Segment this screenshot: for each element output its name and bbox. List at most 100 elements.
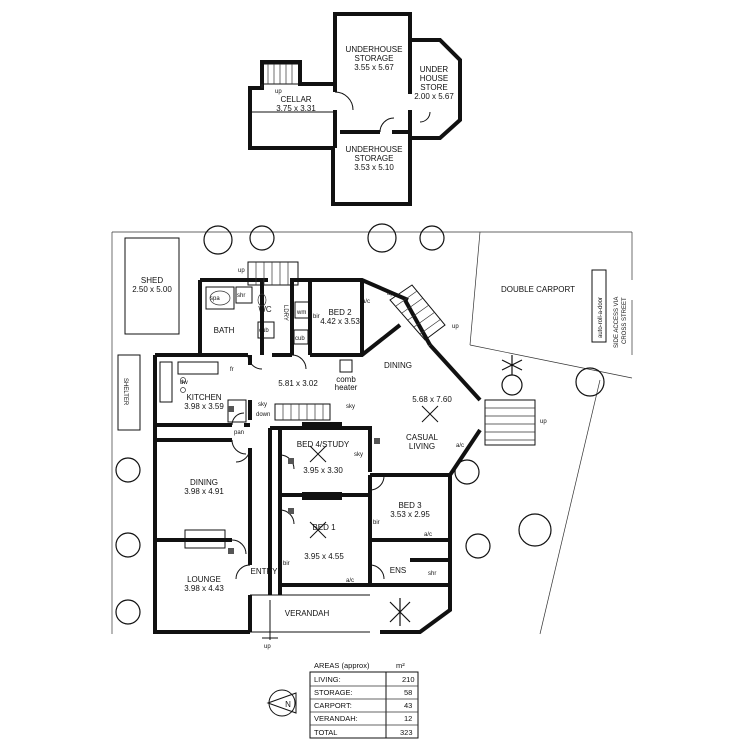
family-dims: 5.81 x 3.02 xyxy=(278,379,318,388)
casual-label: CASUAL xyxy=(406,433,439,442)
bed3-name: BED 3 xyxy=(398,501,422,510)
ac-label-bed3: a/c xyxy=(424,532,432,538)
areas-row-value-2: 43 xyxy=(404,701,412,710)
dining-name: DINING xyxy=(190,478,218,487)
stair-east-up: up xyxy=(540,419,547,425)
sky-label-1: sky xyxy=(258,402,267,408)
dining-casual-name: DINING xyxy=(384,361,412,370)
areas-total-label: TOTAL xyxy=(314,728,337,737)
underhouse-storage-top-dims: 3.55 x 5.67 xyxy=(354,63,394,72)
stair-north-up: up xyxy=(238,268,245,274)
fireplace-bed1 xyxy=(302,492,342,500)
bed3-dims: 3.53 x 2.95 xyxy=(390,510,430,519)
wc-label: WC xyxy=(258,305,272,314)
verandah-label: VERANDAH xyxy=(285,609,330,618)
living-label: LIVING xyxy=(409,442,435,451)
wm-label: wm xyxy=(296,310,306,316)
entry-label: ENTRY xyxy=(251,567,279,576)
vents xyxy=(228,406,380,554)
bir-label-bed2: bir xyxy=(313,314,320,320)
sky-label-2: sky xyxy=(346,404,355,410)
areas-table: AREAS (approx) m² LIVING: 210 STORAGE: 5… xyxy=(309,661,419,739)
north-arrow-icon: N xyxy=(266,689,297,717)
underhouse-storage-bottom-dims: 3.53 x 5.10 xyxy=(354,163,394,172)
kitchen-fixtures xyxy=(159,361,247,423)
stair-carport-up: up xyxy=(387,291,394,297)
bath-label: BATH xyxy=(214,326,235,335)
lounge-dims: 3.98 x 4.43 xyxy=(184,584,224,593)
underhouse-storage-top-name: UNDERHOUSE xyxy=(346,45,403,54)
areas-row-label-2: CARPORT: xyxy=(314,701,352,710)
double-carport-label: DOUBLE CARPORT xyxy=(501,285,575,294)
house-walls xyxy=(153,278,482,634)
door-swings xyxy=(231,354,385,640)
cellar-dims: 3.75 x 3.31 xyxy=(276,104,316,113)
stair-carport: up up xyxy=(387,284,459,341)
north-label: N xyxy=(285,700,291,709)
auto-door-label: auto-roll-a-door xyxy=(598,297,604,338)
areas-row-value-3: 12 xyxy=(404,714,412,723)
areas-row-label-1: STORAGE: xyxy=(314,688,353,697)
ceiling-fan-casual xyxy=(421,405,439,423)
shed: SHED 2.50 x 5.00 xyxy=(124,237,180,335)
heater-box xyxy=(339,359,353,373)
ac-label-bed2: a/c xyxy=(362,299,370,305)
bed1-name: BED 1 xyxy=(312,523,336,532)
dining-dims: 3.98 x 4.91 xyxy=(184,487,224,496)
underhouse-storage-bottom-name: UNDERHOUSE xyxy=(346,145,403,154)
trees xyxy=(115,223,605,626)
entry-up-label: up xyxy=(264,644,271,650)
areas-header: AREAS (approx) xyxy=(314,661,370,670)
dining-casual-dims: 5.68 x 7.60 xyxy=(412,395,452,404)
stair-down-label: down xyxy=(256,412,270,418)
bir-label-bed1: bir xyxy=(283,561,290,567)
areas-row-label-3: VERANDAH: xyxy=(314,714,358,723)
underhouse-store-name3: STORE xyxy=(420,83,447,92)
underhouse-store-name: UNDER xyxy=(420,65,449,74)
cellar-name: CELLAR xyxy=(280,95,311,104)
stair-carport-up2: up xyxy=(452,324,459,330)
ceiling-fan-bed4 xyxy=(309,445,327,463)
fr-label: fr xyxy=(230,367,234,373)
shelter-label: SHELTER xyxy=(122,378,128,406)
areas-unit: m² xyxy=(396,661,405,670)
cub-label-2: cub xyxy=(295,336,305,342)
fireplace-dining xyxy=(184,529,226,549)
ac-label-bed1: a/c xyxy=(346,578,354,584)
areas-row-label-0: LIVING: xyxy=(314,675,341,684)
dw-label: dw xyxy=(180,380,188,386)
bed4-name: BED 4/STUDY xyxy=(297,440,350,449)
spa-label: spa xyxy=(210,296,220,302)
cellar-stair xyxy=(261,63,301,88)
areas-row-value-1: 58 xyxy=(404,688,412,697)
shed-dims: 2.50 x 5.00 xyxy=(132,285,172,294)
ens-label: ENS xyxy=(390,566,406,575)
cub-label-1: cub xyxy=(259,328,269,334)
stair-down: down xyxy=(256,403,331,421)
ceiling-fan-bed1 xyxy=(309,521,327,539)
bed4-dims: 3.95 x 3.30 xyxy=(303,466,343,475)
underhouse-store-dims: 2.00 x 5.67 xyxy=(414,92,454,101)
fireplace-bed4 xyxy=(302,422,342,430)
sky-label-3: sky xyxy=(354,452,363,458)
cellar-stair-up: up xyxy=(275,89,282,95)
side-access-line2: CROSS STREET xyxy=(622,297,628,344)
ac-label-casual: a/c xyxy=(456,443,464,449)
shed-name: SHED xyxy=(141,276,163,285)
shr-label-bath: shr xyxy=(237,293,245,299)
underhouse-store-name2: HOUSE xyxy=(420,74,448,83)
side-access-line1: SIDE ACCESS VIA xyxy=(614,297,620,348)
stair-east: up xyxy=(484,399,547,446)
bath-fixtures xyxy=(205,286,310,345)
kitchen-dims: 3.98 x 3.59 xyxy=(184,402,224,411)
areas-row-value-0: 210 xyxy=(402,675,415,684)
bir-label-bed3: bir xyxy=(373,520,380,526)
basement-plan: UNDERHOUSE STORAGE 3.55 x 5.67 UNDER HOU… xyxy=(248,12,462,206)
lounge-name: LOUNGE xyxy=(187,575,221,584)
bed1-dims: 3.95 x 4.55 xyxy=(304,552,344,561)
shelter: SHELTER xyxy=(117,354,141,431)
double-carport: DOUBLE CARPORT auto-roll-a-door SIDE ACC… xyxy=(501,269,628,348)
comb-heater-line2: heater xyxy=(335,383,358,392)
pan-label: pan xyxy=(234,430,244,436)
